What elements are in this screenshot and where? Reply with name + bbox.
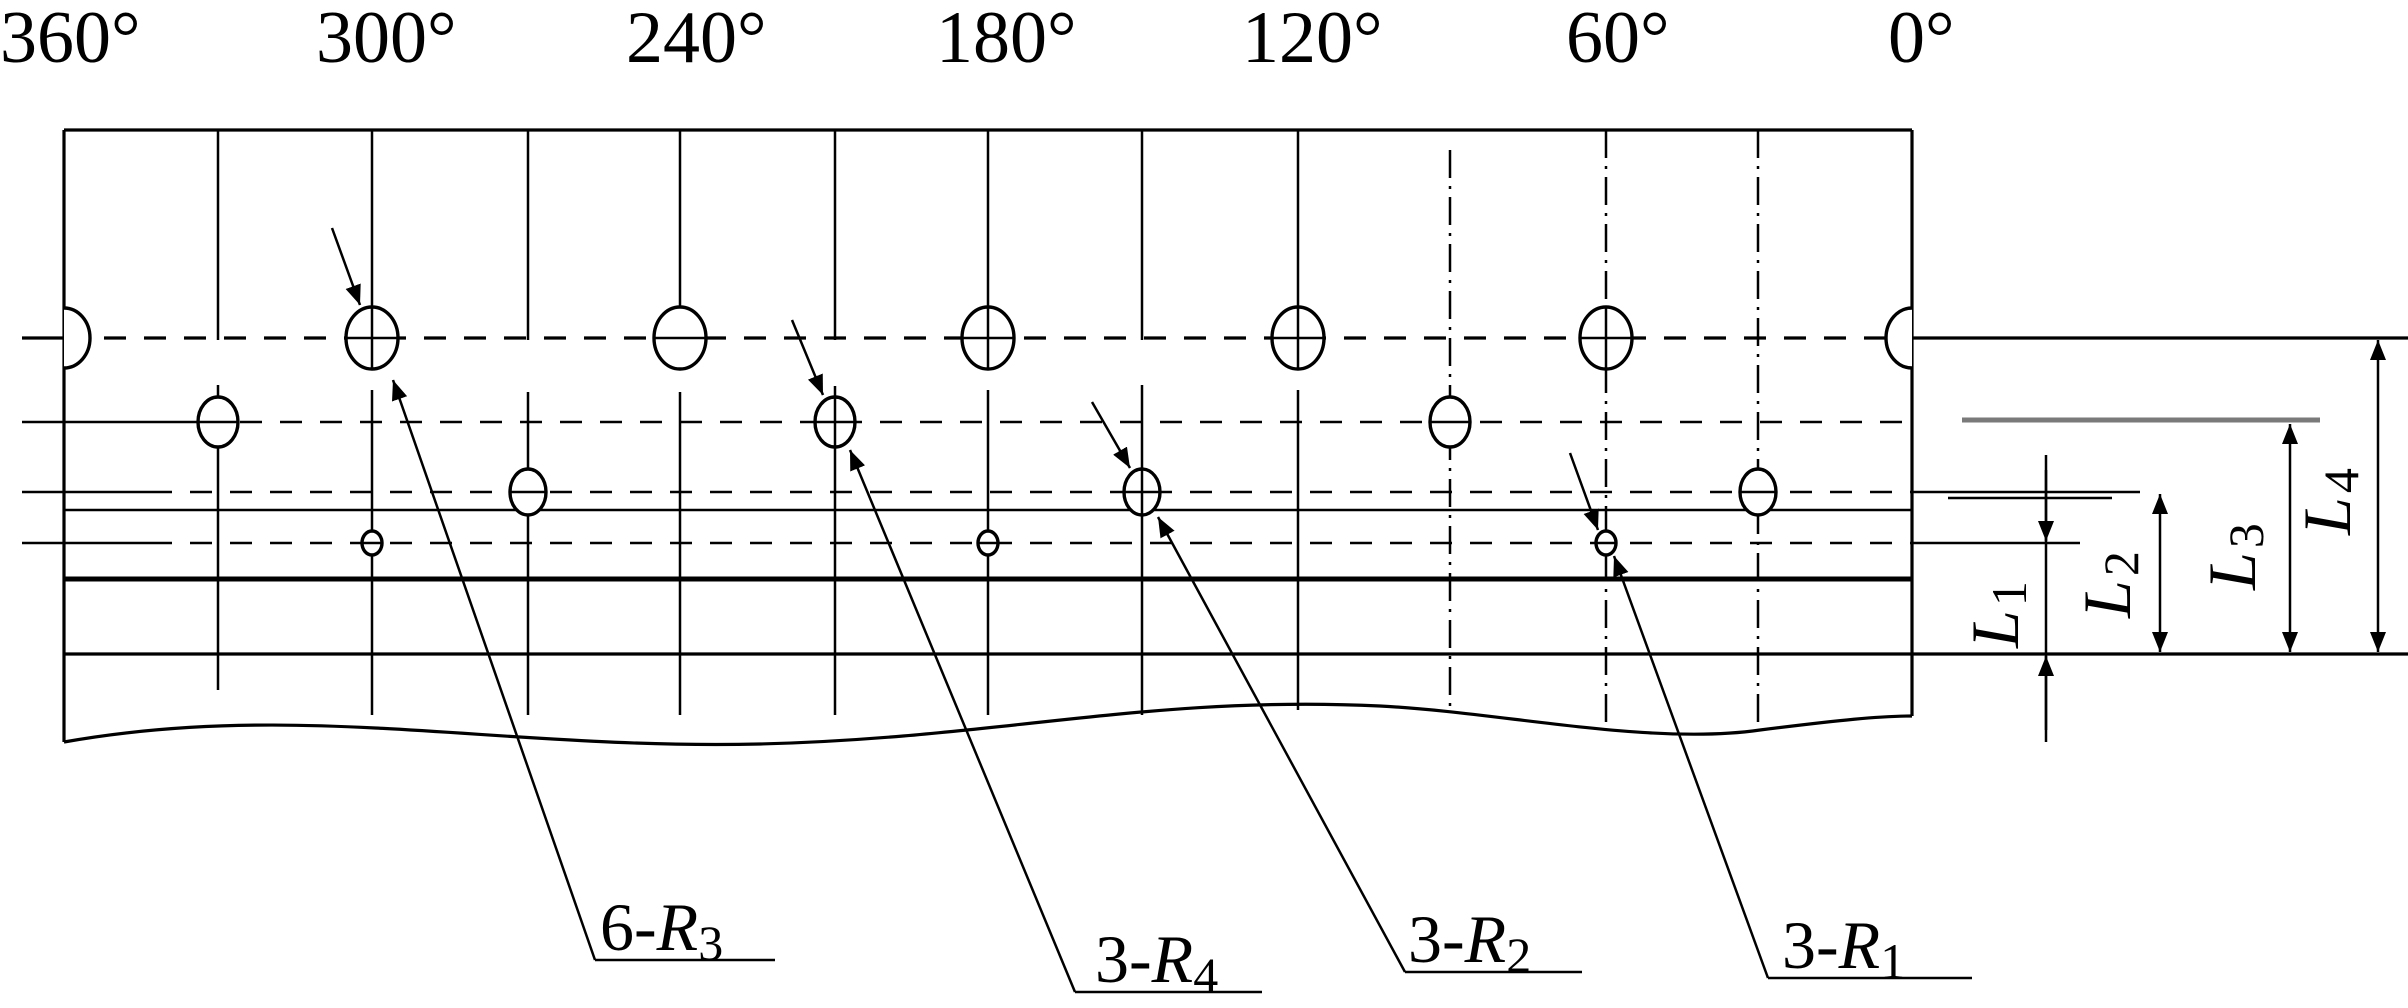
hole-r2 <box>1122 467 1162 517</box>
break-line <box>63 702 1913 747</box>
angle-label-300: 300° <box>316 0 457 79</box>
dim-label-l3: L3 <box>2194 523 2274 591</box>
callout-3-r2: 3-R2 <box>1408 901 1531 983</box>
leader-arrow <box>330 227 362 306</box>
angle-label-360: 360° <box>0 0 141 79</box>
svg-text:L3: L3 <box>2194 523 2274 591</box>
hole-r4 <box>813 395 857 449</box>
leader-line-r3 <box>391 379 597 961</box>
hole-r1 <box>360 529 384 557</box>
tube-outline <box>62 128 2408 747</box>
leader-lines <box>330 227 1972 994</box>
holes <box>63 305 1913 557</box>
angle-labels: 360° 300° 240° 180° 120° 60° 0° <box>0 0 1955 79</box>
hole-r3 <box>652 305 708 371</box>
svg-text:L2: L2 <box>2069 551 2149 619</box>
dim-label-l4: L4 <box>2289 468 2369 536</box>
hole-r4 <box>1428 395 1472 449</box>
angle-label-180: 180° <box>936 0 1077 79</box>
svg-text:L1: L1 <box>1957 581 2037 649</box>
angle-label-240: 240° <box>626 0 767 79</box>
hole-r3-half-left <box>63 306 92 370</box>
leader-arrow <box>1090 401 1132 469</box>
angle-label-120: 120° <box>1242 0 1383 79</box>
dim-label-l2: L2 <box>2069 551 2149 619</box>
callout-labels: 6-R3 3-R4 3-R2 3-R1 <box>600 889 1905 1003</box>
hole-r3 <box>344 305 400 371</box>
hole-r2 <box>508 467 548 517</box>
svg-text:L4: L4 <box>2289 468 2369 536</box>
hole-r3 <box>1578 305 1634 371</box>
dimension-lines <box>2038 340 2386 742</box>
callout-3-r1: 3-R1 <box>1782 907 1905 989</box>
leader-line-r1 <box>1612 555 1770 979</box>
dim-label-l1: L1 <box>1957 581 2037 649</box>
hole-r3-half-right <box>1884 306 1913 370</box>
leader-arrow <box>790 319 825 396</box>
division-lines <box>216 130 1760 730</box>
hole-r1 <box>976 529 1000 557</box>
hole-r1 <box>1594 529 1618 557</box>
callout-3-r4: 3-R4 <box>1095 921 1218 1003</box>
angle-label-0: 0° <box>1888 0 1955 79</box>
leader-line-r4 <box>848 449 1077 993</box>
hole-r4 <box>196 395 240 449</box>
hole-r3 <box>960 305 1016 371</box>
hole-r2 <box>1738 467 1778 517</box>
callout-6-r3: 6-R3 <box>600 889 723 971</box>
leader-arrow <box>1568 452 1600 531</box>
leader-line-r2 <box>1156 516 1407 973</box>
dimension-labels: L1 L2 L3 L4 <box>1957 468 2369 649</box>
angle-label-60: 60° <box>1566 0 1670 79</box>
hole-r3 <box>1270 305 1326 371</box>
